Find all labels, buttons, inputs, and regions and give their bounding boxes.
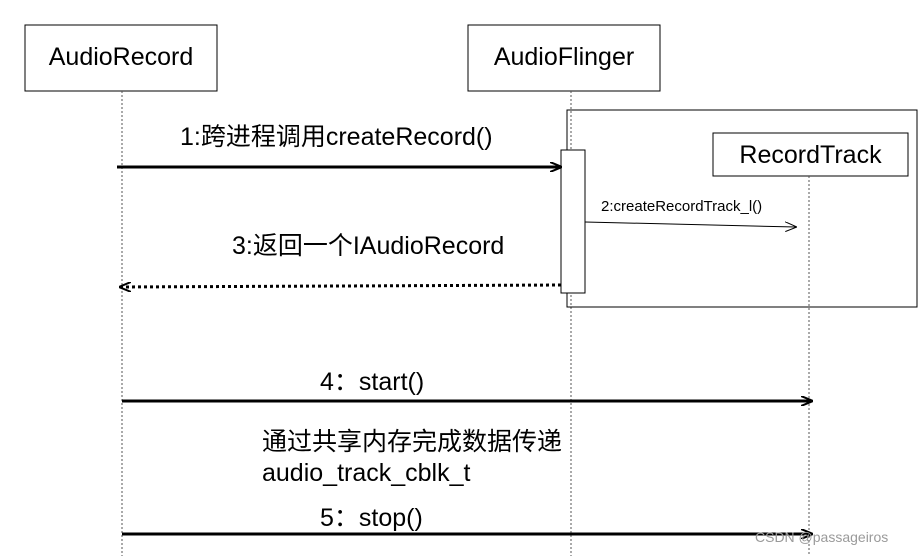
- message-2-label: 2:createRecordTrack_l(): [601, 198, 763, 215]
- message-4-label: 4：start(): [320, 368, 425, 396]
- message-3-label: 3:返回一个IAudioRecord: [232, 232, 505, 260]
- audiorecord-box: [24, 24, 218, 92]
- message-2-arrow: [584, 221, 796, 227]
- audioflinger-box: [467, 24, 661, 92]
- note-line-2: audio_track_cblk_t: [262, 459, 471, 487]
- message-3-return-arrow: [120, 285, 562, 287]
- audioflinger-label: AudioFlinger: [493, 43, 635, 71]
- csdn-watermark: CSDN @passageiros: [755, 529, 889, 545]
- audiorecord-label: AudioRecord: [48, 43, 194, 71]
- message-5-label: 5：stop(): [320, 504, 423, 532]
- message-1-label: 1:跨进程调用createRecord(): [180, 123, 493, 151]
- note-line-1: 通过共享内存完成数据传递: [262, 428, 563, 456]
- recordtrack-label: RecordTrack: [739, 141, 882, 169]
- audioflinger-activation-bar: [560, 149, 586, 294]
- recordtrack-box: [712, 132, 909, 177]
